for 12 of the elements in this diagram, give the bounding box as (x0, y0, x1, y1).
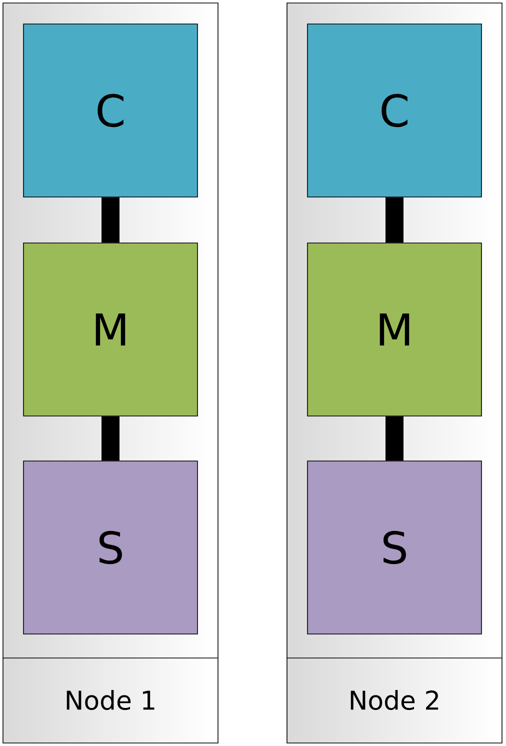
component-box: C (23, 24, 198, 198)
connector-bar (386, 197, 404, 243)
component-box: C (307, 24, 482, 198)
component-box: S (307, 460, 482, 634)
component-box: M (23, 242, 198, 416)
connector-bar (386, 416, 404, 461)
component-box: M (307, 242, 482, 416)
connector-bar (102, 197, 120, 243)
node-label: Node 1 (66, 690, 154, 710)
connector-bar (102, 416, 120, 461)
component-box: S (23, 460, 198, 634)
node-label: Node 2 (350, 690, 438, 710)
